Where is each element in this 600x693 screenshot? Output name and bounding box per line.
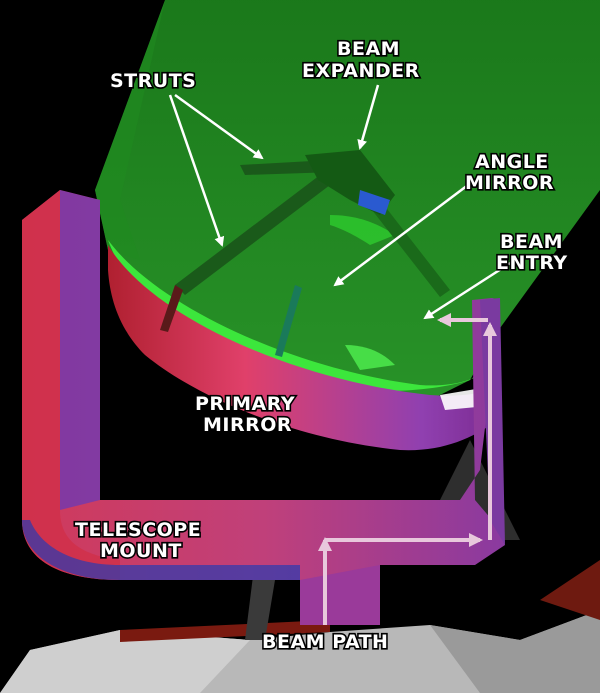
angle-mirror-pointer [333, 184, 469, 287]
angle-mirror-label-line2: MIRROR [465, 172, 554, 194]
dish-surface [108, 240, 495, 392]
beam-expander-pointer [357, 84, 380, 150]
beam-expander-shape [305, 150, 395, 215]
beam-expander-label-line1: BEAM [337, 38, 400, 60]
primary-mirror-label-line2: MIRROR [203, 414, 292, 436]
beam-entry-label-line1: BEAM [500, 231, 563, 253]
beam-path-arrows [318, 313, 497, 625]
struts-pointer-1 [174, 93, 264, 160]
struts-group [160, 160, 450, 357]
beam-path-label: BEAM PATH [262, 631, 388, 653]
primary-mirror-rim [108, 245, 500, 451]
telescope-mount-label-line2: MOUNT [100, 540, 182, 562]
label-pointers [168, 84, 513, 320]
telescope-mount-shape [22, 190, 505, 625]
beam-entry-pointer [423, 260, 513, 320]
primary-mirror-label-line1: PRIMARY [195, 393, 295, 415]
telescope-mount-label-line1: TELESCOPE [75, 519, 201, 541]
beam-entry-label-line2: ENTRY [496, 252, 568, 274]
struts-label: STRUTS [110, 70, 196, 92]
struts-pointer-2 [168, 94, 225, 247]
beam-expander-label-line2: EXPANDER [302, 60, 420, 82]
angle-mirror-label-line1: ANGLE [475, 151, 549, 173]
